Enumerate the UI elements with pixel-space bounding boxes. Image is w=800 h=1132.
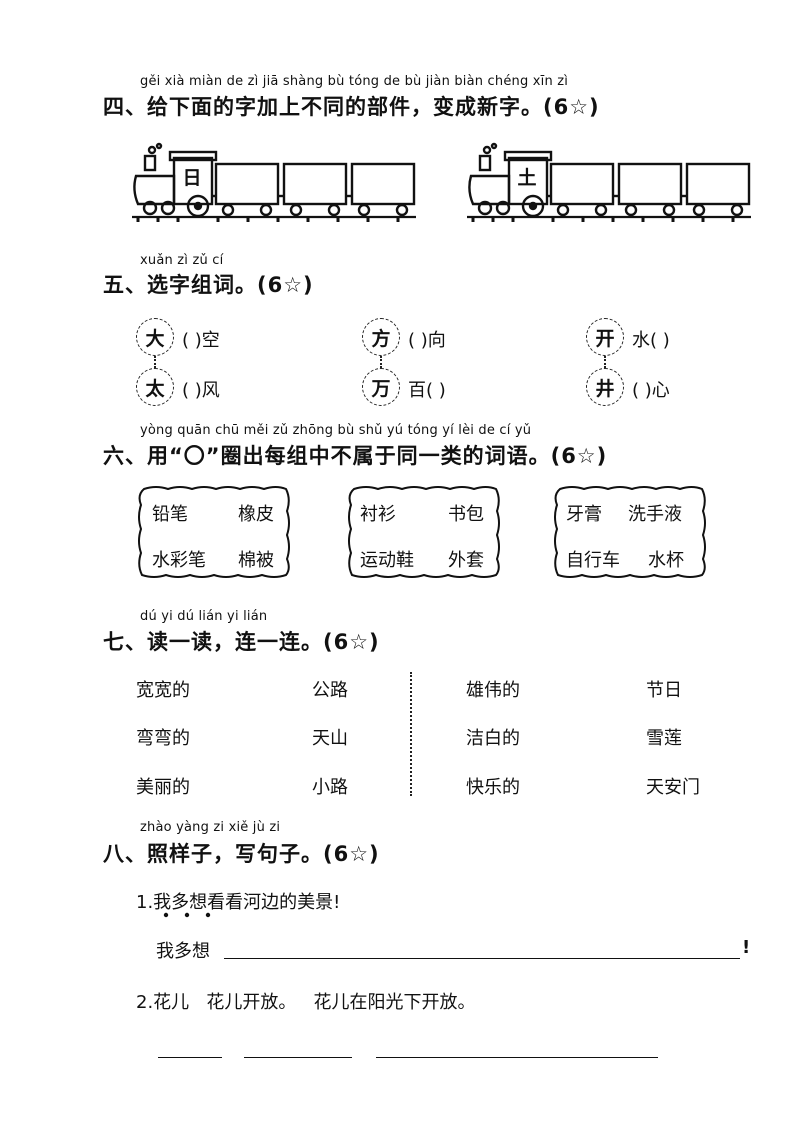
choice-char-3-top: 开 <box>586 318 624 356</box>
emphasis-dots <box>163 912 211 918</box>
example-sentence-2: 2.花儿 花儿开放。 花儿在阳光下开放。 <box>136 992 476 1013</box>
left-noun-1: 公路 <box>312 680 348 701</box>
dotted-connector <box>380 356 384 368</box>
word-3-2: 洗手液 <box>628 504 682 525</box>
section4-title: 四、给下面的字加上不同的部件，变成新字。(6☆) <box>103 95 600 119</box>
section8-title: 八、照样子，写句子。(6☆) <box>103 842 380 866</box>
section4-pinyin: gěi xià miàn de zì jiā shàng bù tóng de … <box>140 74 569 89</box>
choice-char-1-bottom: 太 <box>136 368 174 406</box>
train-illustration-2 <box>467 142 751 222</box>
section6-pinyin: yòng quān chū měi zǔ zhōng bù shǔ yú tón… <box>140 423 532 438</box>
right-adj-2: 洁白的 <box>466 728 520 749</box>
answer-line-2c[interactable] <box>376 1057 658 1058</box>
sentence-end-mark: ! <box>742 937 751 958</box>
left-noun-3: 小路 <box>312 777 348 798</box>
train2-character: 土 <box>517 167 537 189</box>
right-adj-1: 雄伟的 <box>466 680 520 701</box>
right-adj-3: 快乐的 <box>466 777 520 798</box>
section7-pinyin: dú yi dú lián yi lián <box>140 609 268 624</box>
answer-line-2b[interactable] <box>244 1057 352 1058</box>
column-divider <box>410 672 414 796</box>
word-group-frame-3 <box>554 486 706 578</box>
dotted-connector <box>154 356 158 368</box>
fill-blank-1-bottom: ( )风 <box>182 380 220 401</box>
word-2-3: 运动鞋 <box>360 550 414 571</box>
answer-line-1[interactable] <box>224 958 740 959</box>
sentence-prefix: 我多想 <box>156 941 210 962</box>
fill-blank-2-top: ( )向 <box>408 330 446 351</box>
word-2-2: 书包 <box>448 504 484 525</box>
word-1-4: 棉被 <box>238 550 274 571</box>
section5-title: 五、选字组词。(6☆) <box>103 273 314 297</box>
fill-blank-2-bottom: 百( ) <box>408 380 446 401</box>
fill-blank-3-bottom: ( )心 <box>632 380 670 401</box>
word-3-3: 自行车 <box>566 550 620 571</box>
word-3-1: 牙膏 <box>566 504 602 525</box>
example-sentence-1: 1.我多想看看河边的美景! <box>136 892 341 913</box>
word-2-1: 衬衫 <box>360 504 396 525</box>
left-adj-1: 宽宽的 <box>136 680 190 701</box>
choice-char-2-bottom: 万 <box>362 368 400 406</box>
answer-line-2a[interactable] <box>158 1057 222 1058</box>
right-noun-3: 天安门 <box>646 777 700 798</box>
fill-blank-3-top: 水( ) <box>632 330 670 351</box>
section8-pinyin: zhào yàng zi xiě jù zi <box>140 820 281 835</box>
choice-char-1-top: 大 <box>136 318 174 356</box>
left-adj-3: 美丽的 <box>136 777 190 798</box>
choice-char-2-top: 方 <box>362 318 400 356</box>
train-illustration-1 <box>132 142 416 222</box>
train1-character: 日 <box>182 167 202 189</box>
left-adj-2: 弯弯的 <box>136 728 190 749</box>
word-1-1: 铅笔 <box>152 504 188 525</box>
dotted-connector <box>604 356 608 368</box>
fill-blank-1-top: ( )空 <box>182 330 220 351</box>
right-noun-2: 雪莲 <box>646 728 682 749</box>
word-group-frame-2 <box>348 486 500 578</box>
choice-char-3-bottom: 井 <box>586 368 624 406</box>
section5-pinyin: xuǎn zì zǔ cí <box>140 253 224 268</box>
section7-title: 七、读一读，连一连。(6☆) <box>103 630 380 654</box>
word-1-3: 水彩笔 <box>152 550 206 571</box>
left-noun-2: 天山 <box>312 728 348 749</box>
right-noun-1: 节日 <box>646 680 682 701</box>
section6-title: 六、用“〇”圈出每组中不属于同一类的词语。(6☆) <box>103 444 608 468</box>
word-2-4: 外套 <box>448 550 484 571</box>
word-1-2: 橡皮 <box>238 504 274 525</box>
word-group-frame-1 <box>138 486 290 578</box>
word-3-4: 水杯 <box>648 550 684 571</box>
